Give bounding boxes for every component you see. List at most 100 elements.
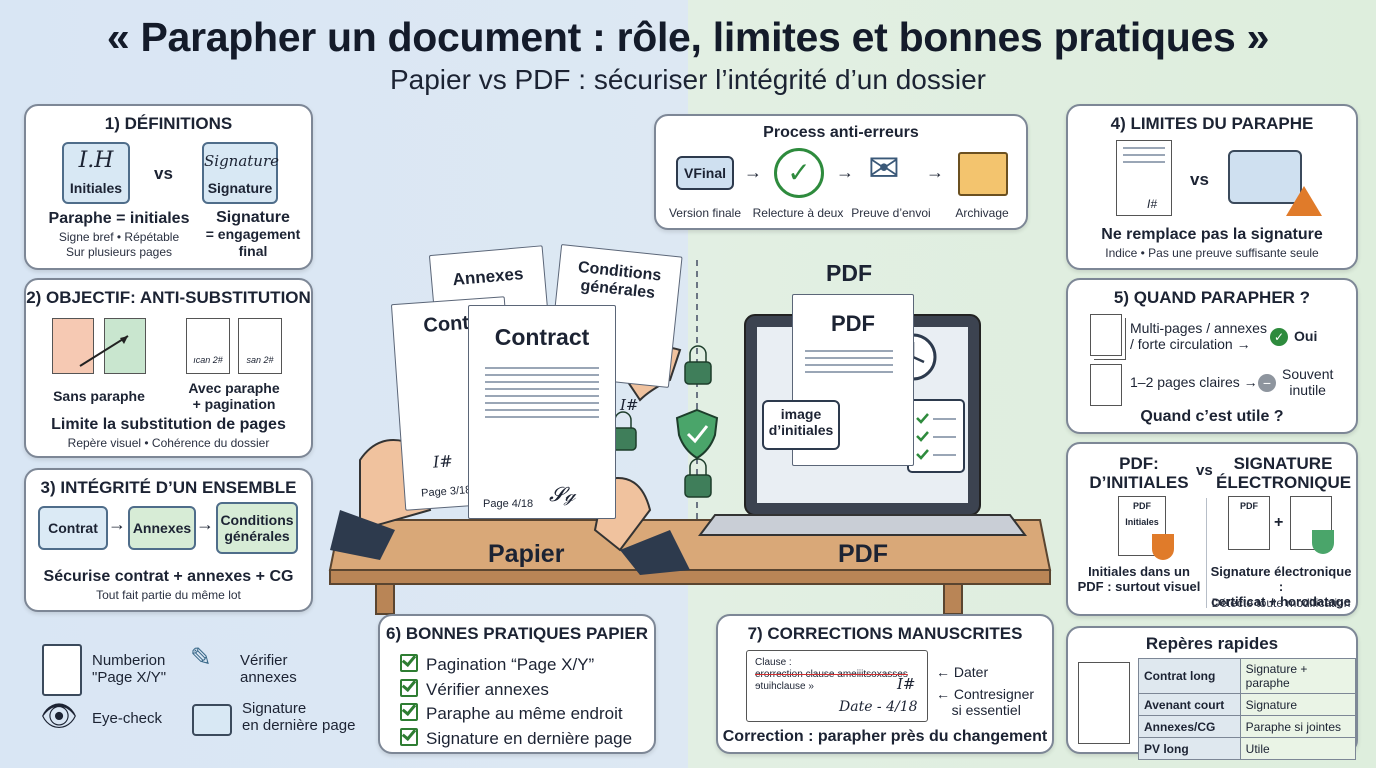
practice-item: Paraphe au même endroit bbox=[400, 701, 632, 726]
page-initialed-icon-2: san 2# bbox=[238, 318, 282, 374]
document-icon bbox=[1078, 662, 1130, 744]
page-subtitle: Papier vs PDF : sécuriser l’intégrité d’… bbox=[389, 64, 986, 95]
double-check-icon: ✓ bbox=[774, 148, 824, 198]
card-limits: 4) LIMITES DU PARAPHE I# vs Ne remplace … bbox=[1066, 104, 1358, 270]
pdf-certificate-doc-icon: PDF bbox=[1228, 496, 1270, 550]
card-when-title: 5) QUAND PARAPHER ? bbox=[1113, 288, 1311, 307]
correction-date-note: ← Dater bbox=[936, 664, 989, 680]
contract-label: Contract bbox=[494, 324, 590, 350]
card-corrections: 7) CORRECTIONS MANUSCRITES Clause : eror… bbox=[716, 614, 1054, 754]
quick-reference-title: Repères rapides bbox=[1145, 634, 1279, 653]
practice-list: Pagination “Page X/Y” Vérifier annexes P… bbox=[400, 652, 632, 750]
card-process: Process anti-erreurs VFinal → ✓ → ✉ → Ve… bbox=[654, 114, 1028, 230]
arrow-icon: → bbox=[836, 162, 854, 182]
page-4-label: Page 4/18 bbox=[483, 498, 534, 510]
initials-icon: I.H Initiales bbox=[62, 142, 130, 204]
card-corrections-title: 7) CORRECTIONS MANUSCRITES bbox=[747, 624, 1023, 643]
substitution-arrow-icon bbox=[79, 335, 129, 367]
vs-label: vs bbox=[154, 164, 173, 183]
when-row-multi: Multi-pages / annexes/ forte circulation… bbox=[1130, 320, 1267, 352]
single-page-icon bbox=[1090, 364, 1122, 406]
legend-numbering: Numberion"Page X/Y" bbox=[92, 652, 167, 686]
check-circle-icon: ✓ bbox=[1270, 328, 1288, 346]
contract-document: Contract Page 4/18 𝓢ℊ bbox=[468, 305, 616, 519]
numbering-icon bbox=[42, 644, 82, 696]
warning-shield-icon bbox=[1152, 534, 1174, 560]
pdf-top-label: PDF bbox=[826, 260, 872, 286]
pdf-doc-label: PDF bbox=[831, 311, 875, 336]
esignature-note: Signature électronique :certificat + hor… bbox=[1210, 564, 1352, 609]
card-limits-title: 4) LIMITES DU PARAPHE bbox=[1110, 114, 1314, 133]
card-anti-substitution: 2) OBJECTIF: ANTI-SUBSTITUTION ıcan 2# s… bbox=[24, 278, 313, 458]
warning-icon bbox=[1286, 186, 1322, 216]
back-initials: I# bbox=[432, 451, 454, 472]
eye-icon: 👁 bbox=[40, 700, 79, 733]
page-title: « Parapher un document : rôle, limites e… bbox=[106, 14, 1270, 60]
envelope-icon: ✉ bbox=[868, 148, 900, 190]
initialed-page-icon: I# bbox=[1116, 140, 1172, 216]
page-initialed-icon-1: ıcan 2# bbox=[186, 318, 230, 374]
checkbox-checked-icon bbox=[400, 678, 418, 697]
signature-icon: Signature Signature bbox=[202, 142, 279, 204]
practice-item: Signature en dernière page bbox=[400, 726, 632, 751]
box-contrat: Contrat bbox=[38, 506, 108, 550]
limits-summary: Ne remplace pas la signature bbox=[1101, 226, 1323, 243]
corrections-summary: Correction : parapher près du changement bbox=[722, 728, 1048, 745]
signature-card-icon bbox=[192, 704, 232, 736]
page-pink-icon bbox=[52, 318, 94, 374]
divider bbox=[1206, 498, 1207, 608]
when-summary: Quand c’est utile ? bbox=[1140, 408, 1284, 425]
archive-box-icon bbox=[958, 152, 1008, 196]
anti-substitution-summary: Limite la substitution de pages bbox=[51, 416, 286, 433]
with-initials-label: Avec paraphe+ pagination bbox=[188, 380, 280, 412]
card-when: 5) QUAND PARAPHER ? Multi-pages / annexe… bbox=[1066, 278, 1358, 434]
correction-sample: Clause : erorrection clause ameiiitsoxas… bbox=[746, 650, 928, 722]
arrow-icon: → bbox=[108, 514, 126, 534]
vfinal-badge: VFinal bbox=[676, 156, 734, 190]
when-yes: Oui bbox=[1294, 328, 1318, 344]
minus-circle-icon: − bbox=[1258, 374, 1276, 392]
plus-label: + bbox=[1274, 514, 1284, 531]
process-title: Process anti-erreurs bbox=[763, 124, 919, 141]
contract-signature-mark: 𝓢ℊ bbox=[549, 482, 576, 506]
box-annexes: Annexes bbox=[128, 506, 196, 550]
card-definitions: 1) DÉFINITIONS I.H Initiales vs Signatur… bbox=[24, 104, 313, 270]
checkbox-checked-icon bbox=[400, 703, 418, 721]
vs-label: vs bbox=[1190, 170, 1209, 189]
practice-item: Pagination “Page X/Y” bbox=[400, 652, 632, 677]
arrow-icon: → bbox=[196, 514, 214, 534]
correction-countersign-note: ← Contresigner si essentiel bbox=[936, 686, 1035, 718]
paper-label: Papier bbox=[488, 540, 565, 568]
check-shield-icon bbox=[1312, 530, 1334, 554]
when-row-short: 1–2 pages claires → bbox=[1130, 374, 1258, 390]
card-paper-practices-title: 6) BONNES PRATIQUES PAPIER bbox=[386, 624, 648, 643]
page-3-label: Page 3/18 bbox=[420, 484, 472, 500]
annexes-doc-label: Annexes bbox=[451, 264, 525, 290]
multi-page-icon bbox=[1090, 314, 1122, 356]
pdf-document: PDF bbox=[792, 294, 914, 466]
pdf-initials-title: PDF:D’INITIALES bbox=[1089, 454, 1189, 492]
card-integrity: 3) INTÉGRITÉ D’UN ENSEMBLE Contrat → Ann… bbox=[24, 468, 313, 612]
integrity-summary: Sécurise contrat + annexes + CG bbox=[43, 568, 294, 585]
without-initials-label: Sans paraphe bbox=[53, 388, 145, 404]
card-definitions-title: 1) DÉFINITIONS bbox=[104, 114, 233, 133]
paraphe-definition: Paraphe = initiales bbox=[48, 210, 190, 227]
checkbox-checked-icon bbox=[400, 727, 418, 746]
vs-label: vs bbox=[1196, 462, 1213, 479]
page-green-icon bbox=[104, 318, 146, 374]
verify-pen-icon: ✎ bbox=[190, 642, 212, 672]
